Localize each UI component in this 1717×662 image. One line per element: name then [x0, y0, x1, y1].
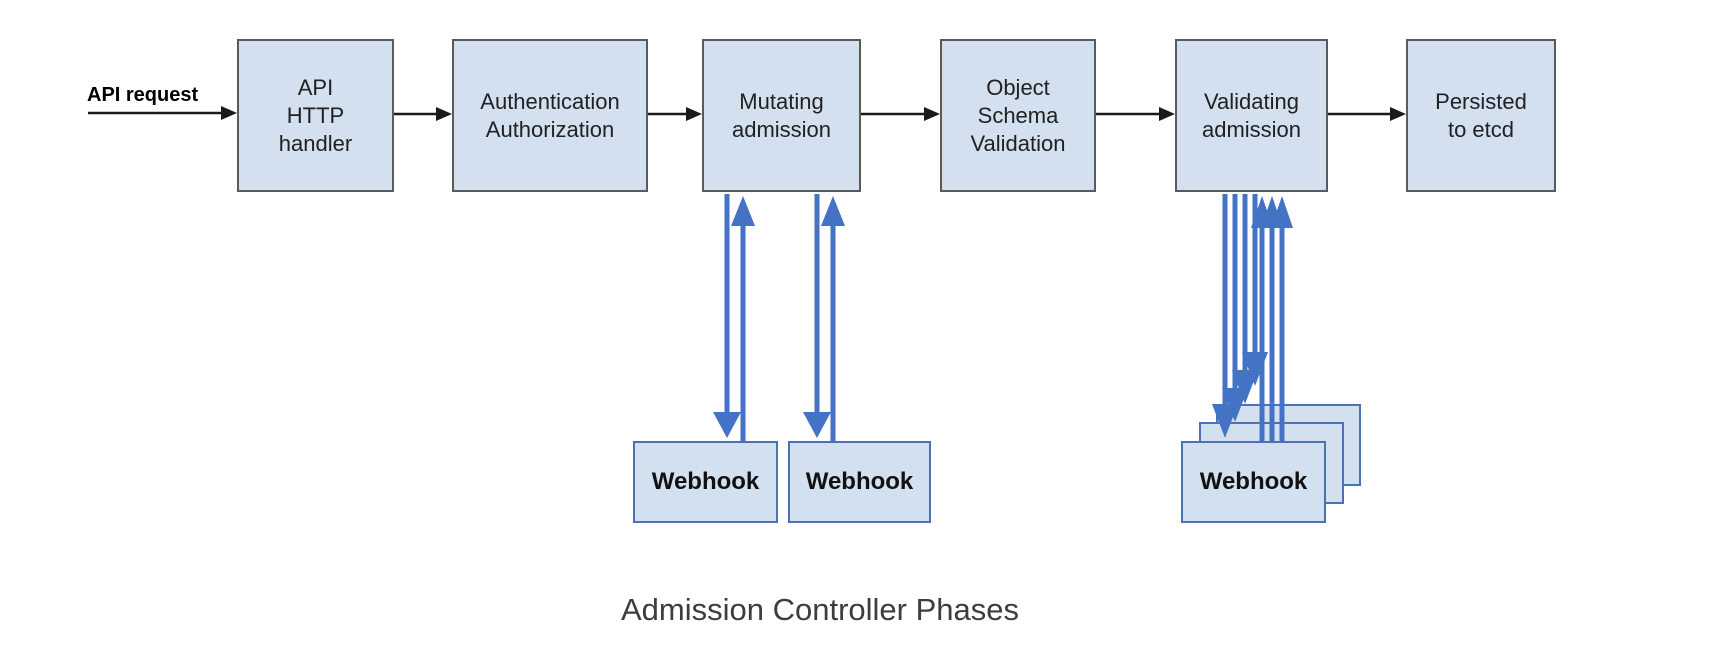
mutating-webhook-2-response-arrow — [821, 196, 845, 441]
phase-box-authentication-authorization: Authentication Authorization — [452, 39, 648, 192]
flow-arrow-auth-to-mutating — [648, 107, 702, 121]
mutating-webhook-box-1: Webhook — [633, 441, 778, 523]
phase-box-api-http-handler: API HTTP handler — [237, 39, 394, 192]
phase-box-validating-admission: Validating admission — [1175, 39, 1328, 192]
validating-webhook-request-arrows — [1212, 194, 1268, 438]
flow-arrow-validating-to-etcd — [1328, 107, 1406, 121]
mutating-webhook-box-2: Webhook — [788, 441, 931, 523]
api-request-label: API request — [87, 84, 199, 106]
flow-arrow-mutating-to-schema — [861, 107, 940, 121]
phase-box-object-schema-validation: Object Schema Validation — [940, 39, 1096, 192]
validating-webhook-box-front: Webhook — [1181, 441, 1326, 523]
mutating-webhook-1-response-arrow — [731, 196, 755, 441]
phase-box-mutating-admission: Mutating admission — [702, 39, 861, 192]
phase-box-persisted-to-etcd: Persisted to etcd — [1406, 39, 1556, 192]
mutating-webhook-2-request-arrow — [803, 194, 831, 438]
mutating-webhook-1-request-arrow — [713, 194, 741, 438]
diagram-caption: Admission Controller Phases — [620, 592, 1019, 627]
flow-arrow-handler-to-auth — [394, 107, 452, 121]
flow-arrow-schema-to-validating — [1096, 107, 1175, 121]
flow-arrow-api-request — [88, 106, 237, 120]
